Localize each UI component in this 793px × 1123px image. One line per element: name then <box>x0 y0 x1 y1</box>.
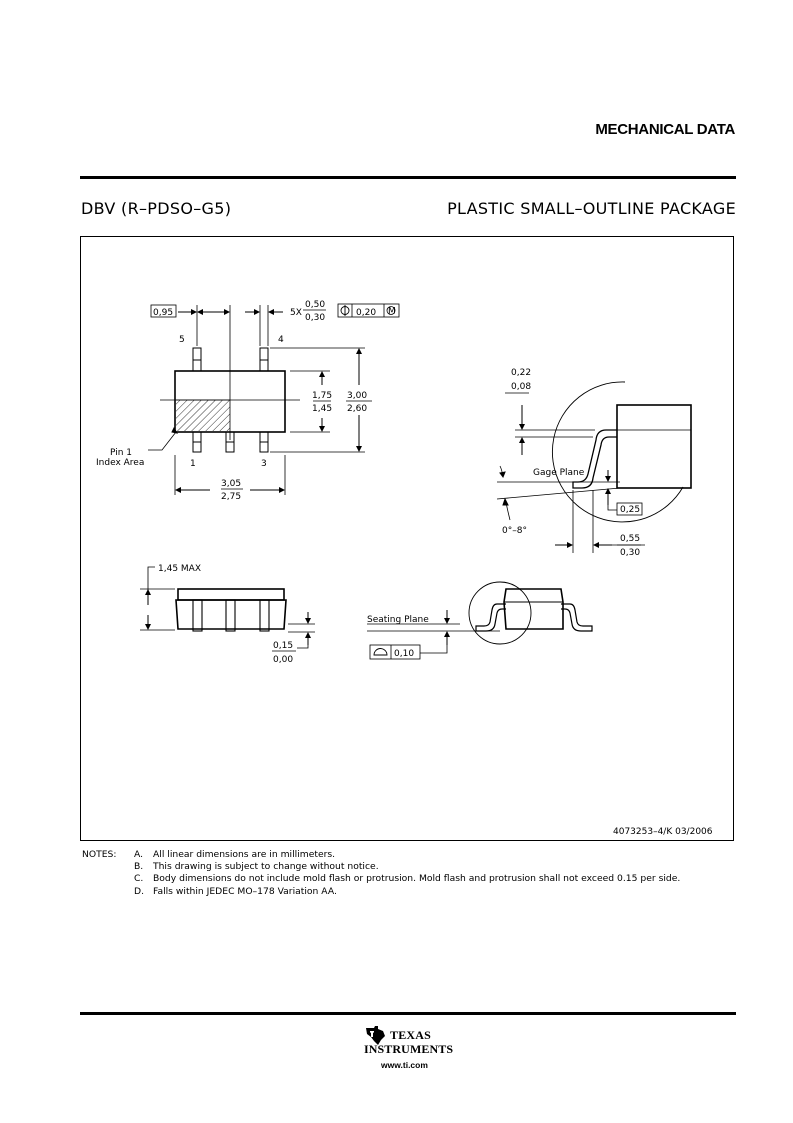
svg-text:3,05: 3,05 <box>221 479 241 489</box>
svg-text:2,60: 2,60 <box>347 404 367 414</box>
svg-text:Index Area: Index Area <box>96 458 144 468</box>
side-view <box>140 566 315 652</box>
svg-text:1,45: 1,45 <box>312 404 332 414</box>
svg-text:0,50: 0,50 <box>305 300 325 310</box>
detail-lead <box>572 429 617 489</box>
svg-text:0,30: 0,30 <box>305 313 325 323</box>
svg-text:3: 3 <box>261 459 267 469</box>
package-code: DBV (R–PDSO–G5) <box>81 199 232 218</box>
svg-text:0°–8°: 0°–8° <box>502 526 527 536</box>
detail-view-text: 0,22 0,08 Gage Plane 0,25 0°–8° 0,55 0,3… <box>502 368 640 558</box>
svg-text:5: 5 <box>179 335 185 345</box>
logo-texas: TEXAS <box>390 1028 432 1042</box>
section-title: MECHANICAL DATA <box>595 121 735 138</box>
svg-text:0,95: 0,95 <box>153 308 173 318</box>
svg-text:0,22: 0,22 <box>511 368 531 378</box>
svg-text:0,20: 0,20 <box>356 308 376 318</box>
mmc-icon <box>386 306 396 315</box>
note-item: C.Body dimensions do not include mold fl… <box>134 873 681 885</box>
header-rule <box>80 176 736 179</box>
top-view <box>148 303 400 495</box>
website-link[interactable]: www.ti.com <box>381 1060 428 1070</box>
seating-body <box>503 588 564 630</box>
detail-circle <box>552 381 684 523</box>
seating-detail-circle <box>468 581 532 645</box>
side-view-text: 1,45 MAX 0,15 0,00 <box>158 564 293 665</box>
svg-text:Seating Plane: Seating Plane <box>367 615 429 625</box>
logo-instruments: INSTRUMENTS <box>364 1042 454 1056</box>
top-view-text: 0,95 5X 0,50 0,30 0,20 M 5 4 1 3 1,75 1,… <box>96 300 396 502</box>
seating-view-text: Seating Plane 0,10 <box>367 615 429 659</box>
svg-text:0,08: 0,08 <box>511 382 531 392</box>
svg-text:0,00: 0,00 <box>273 655 293 665</box>
detail-body <box>616 404 692 489</box>
svg-text:1,75: 1,75 <box>312 391 332 401</box>
note-item: A.All linear dimensions are in millimete… <box>134 849 336 860</box>
note-item: D.Falls within JEDEC MO–178 Variation AA… <box>134 885 337 897</box>
svg-text:0,15: 0,15 <box>273 641 293 651</box>
detail-view <box>496 381 692 553</box>
note-item: B.This drawing is subject to change with… <box>134 861 379 873</box>
svg-text:1: 1 <box>190 459 196 469</box>
svg-text:0,30: 0,30 <box>620 548 640 558</box>
ti-logo-icon <box>366 1026 385 1045</box>
svg-text:0,25: 0,25 <box>620 505 640 515</box>
drawing-frame <box>80 236 734 841</box>
drawing-number: 4073253–4/K 03/2006 <box>613 827 713 837</box>
svg-text:3,00: 3,00 <box>347 391 367 401</box>
side-body-top <box>177 588 285 601</box>
svg-text:2,75: 2,75 <box>221 492 241 502</box>
notes-list: A.All linear dimensions are in millimete… <box>134 849 680 898</box>
package-name: PLASTIC SMALL–OUTLINE PACKAGE <box>447 199 736 218</box>
svg-text:Pin 1: Pin 1 <box>110 448 132 458</box>
svg-text:Gage Plane: Gage Plane <box>533 468 585 478</box>
svg-text:0,55: 0,55 <box>620 534 640 544</box>
gage-dim-box <box>616 502 643 516</box>
pin1-index-area <box>176 400 230 431</box>
svg-text:4: 4 <box>278 335 284 345</box>
notes-label: NOTES: <box>82 849 117 860</box>
svg-text:M: M <box>388 307 396 317</box>
profile-icon <box>373 648 388 656</box>
side-body-bottom <box>175 599 287 630</box>
seating-view <box>367 581 593 660</box>
footer-rule <box>80 1012 736 1015</box>
svg-text:0,10: 0,10 <box>394 649 414 659</box>
svg-text:5X: 5X <box>290 308 302 318</box>
coplanarity-box <box>369 644 421 660</box>
svg-text:1,45 MAX: 1,45 MAX <box>158 564 201 574</box>
pitch-box <box>150 304 177 318</box>
position-tolerance-box <box>337 303 400 318</box>
